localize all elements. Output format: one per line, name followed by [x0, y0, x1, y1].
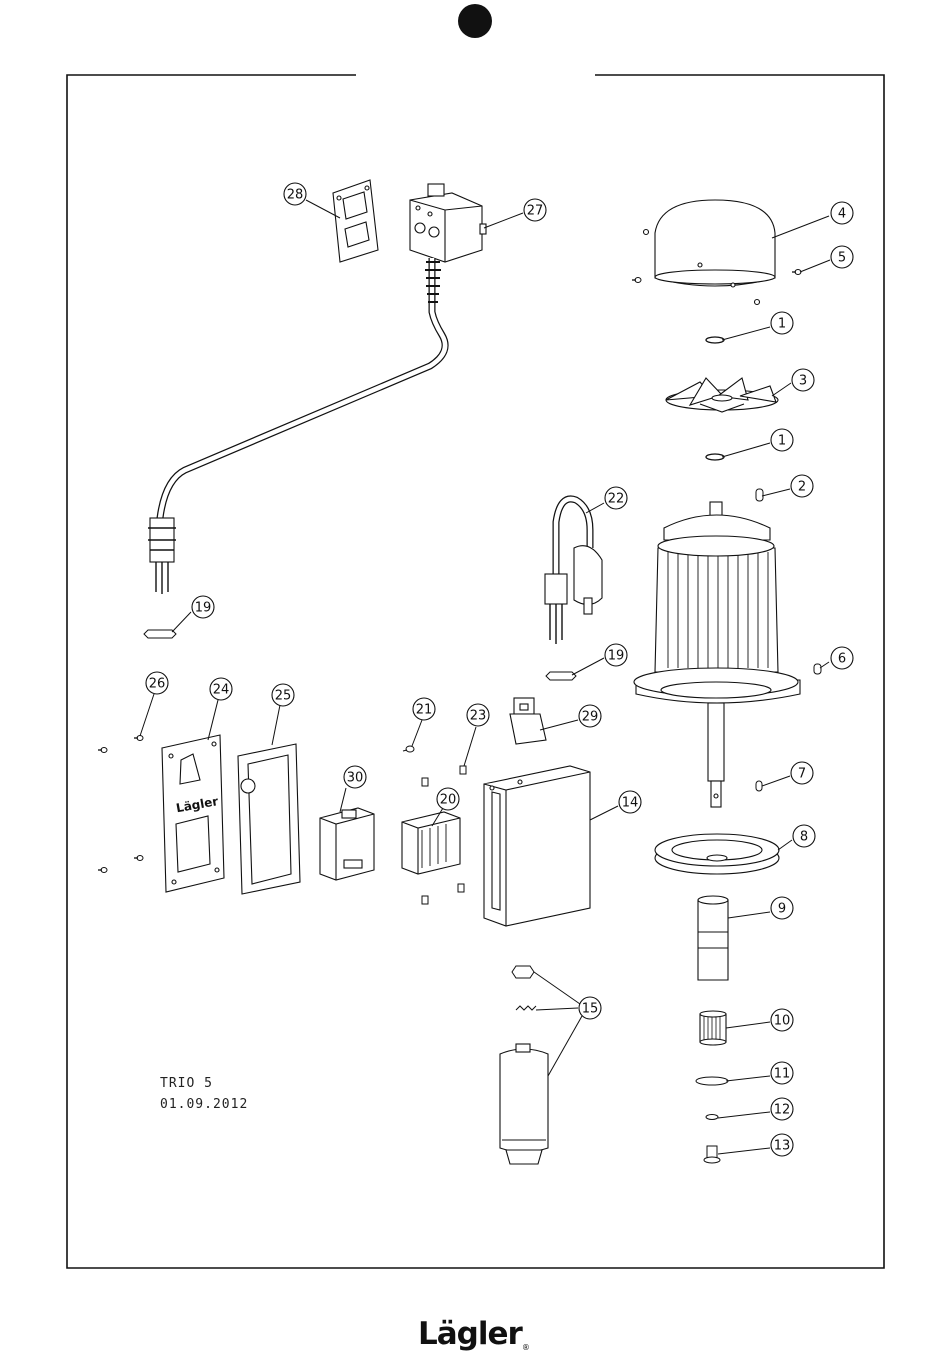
part-grommet-19b: [546, 672, 576, 680]
callout-label: 15: [582, 1002, 599, 1017]
section-marker-dot: [458, 4, 492, 38]
callout-label: 3: [799, 374, 807, 389]
callout-label: 10: [774, 1014, 791, 1029]
part-bolt-13: [704, 1146, 720, 1163]
part-clip-23b: [422, 778, 428, 786]
part-grommet-19a: [144, 630, 176, 638]
callout-21: 21: [413, 698, 435, 720]
callout-20: 20: [437, 788, 459, 810]
callout-label: 4: [838, 207, 846, 222]
callout-6: 6: [831, 647, 853, 669]
callout-label: 20: [440, 793, 457, 808]
callout-label: 25: [275, 689, 292, 704]
part-motor: [634, 502, 800, 807]
part-key-2: [756, 489, 763, 501]
part-switch-box-27: [410, 184, 486, 262]
part-clip-23c: [458, 884, 464, 892]
callout-25: 25: [272, 684, 294, 706]
callout-label: 19: [195, 601, 212, 616]
callout-28: 28: [284, 183, 306, 205]
callout-2: 2: [791, 475, 813, 497]
part-capacitor-15: [500, 1044, 548, 1164]
callout-label: 29: [582, 710, 599, 725]
callout-label: 30: [347, 771, 364, 786]
part-stud-15: [516, 1006, 536, 1010]
part-relay-30: [320, 808, 374, 880]
callout-label: 12: [774, 1103, 791, 1118]
callout-label: 28: [287, 188, 304, 203]
model-name: TRIO 5: [160, 1076, 213, 1091]
callout-1: 1: [771, 429, 793, 451]
brand-logo: Lägler®: [418, 1316, 529, 1352]
callout-23: 23: [467, 704, 489, 726]
part-washer-11: [696, 1077, 728, 1085]
callout-5: 5: [831, 246, 853, 268]
callout-12: 12: [771, 1098, 793, 1120]
callout-24: 24: [210, 678, 232, 700]
callout-label: 21: [416, 703, 433, 718]
part-coupling-9: [698, 896, 728, 980]
registered-mark: ®: [522, 1343, 529, 1352]
part-screw-21: [403, 746, 414, 752]
callout-14: 14: [619, 791, 641, 813]
part-fan-3: [666, 378, 778, 412]
callout-7: 7: [791, 762, 813, 784]
callout-label: 1: [778, 434, 786, 449]
part-washer-1b: [706, 454, 724, 460]
part-clip-23d: [422, 896, 428, 904]
callout-8: 8: [793, 825, 815, 847]
model-date: 01.09.2012: [160, 1097, 248, 1112]
callout-label: 6: [838, 652, 846, 667]
callout-1: 1: [771, 312, 793, 334]
callout-label: 24: [213, 683, 230, 698]
part-contactor-20: [402, 812, 460, 874]
callout-label: 5: [838, 251, 846, 266]
callout-9: 9: [771, 897, 793, 919]
callout-13: 13: [771, 1134, 793, 1156]
part-fan-cover-4: [644, 200, 776, 305]
callout-label: 7: [798, 767, 806, 782]
callout-15: 15: [579, 997, 601, 1019]
callout-3: 3: [792, 369, 814, 391]
callout-label: 9: [778, 902, 786, 917]
callout-29: 29: [579, 705, 601, 727]
part-ring-12: [706, 1115, 718, 1120]
callout-10: 10: [771, 1009, 793, 1031]
brand-logo-text: Lägler: [418, 1316, 522, 1352]
part-cable-plug-22: [545, 499, 602, 644]
part-gasket-25: [238, 744, 300, 894]
callout-label: 23: [470, 709, 487, 724]
callout-label: 2: [798, 480, 806, 495]
callout-19: 19: [605, 644, 627, 666]
part-gear-10: [700, 1011, 726, 1045]
callout-label: 22: [608, 492, 625, 507]
part-ring-6: [814, 664, 821, 674]
callout-22: 22: [605, 487, 627, 509]
part-plate-28: [333, 180, 378, 262]
callout-label: 14: [622, 796, 639, 811]
part-enclosure-14: [484, 766, 590, 926]
part-clip-23: [460, 766, 466, 774]
part-switch-29: [510, 698, 546, 744]
callout-label: 1: [778, 317, 786, 332]
part-washer-1a: [706, 337, 724, 343]
callout-30: 30: [344, 766, 366, 788]
part-key-7: [756, 781, 762, 791]
part-pulley-8: [655, 834, 779, 874]
callout-label: 13: [774, 1139, 791, 1154]
callout-19: 19: [192, 596, 214, 618]
part-cable-27: [148, 258, 445, 594]
callout-label: 11: [774, 1067, 791, 1082]
part-cover-plate-24: Lägler: [162, 735, 224, 892]
callout-label: 27: [527, 204, 544, 219]
callout-4: 4: [831, 202, 853, 224]
callout-label: 8: [800, 830, 808, 845]
callout-label: 19: [608, 649, 625, 664]
callout-label: 26: [149, 677, 166, 692]
part-nut-15: [512, 966, 534, 978]
callout-11: 11: [771, 1062, 793, 1084]
callout-27: 27: [524, 199, 546, 221]
callout-26: 26: [146, 672, 168, 694]
